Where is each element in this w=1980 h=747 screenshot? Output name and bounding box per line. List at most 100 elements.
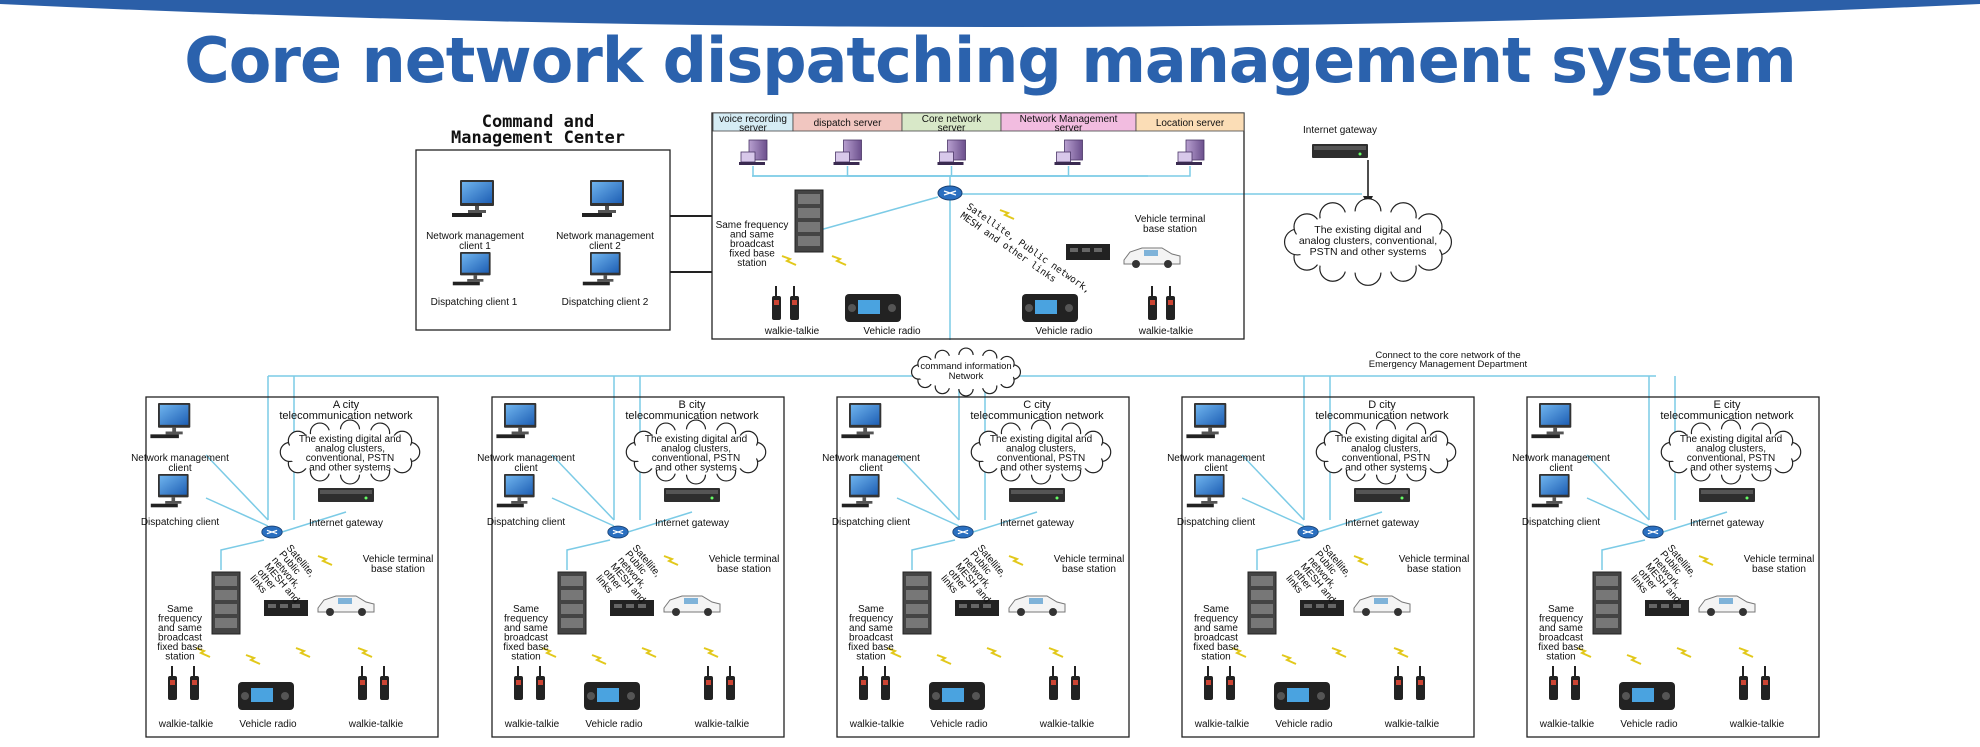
city-b-dispatch-client-label: Dispatching client xyxy=(487,517,566,528)
core-signal-bolt-icon xyxy=(781,255,797,266)
label-line: Command and xyxy=(482,112,595,132)
city-c-walkie-4-icon xyxy=(1071,666,1080,700)
city-d-rack-link-line xyxy=(1256,539,1301,570)
label-line: client xyxy=(514,463,538,474)
server-1-icon xyxy=(833,139,862,166)
label-line: telecommunication network xyxy=(279,410,413,422)
city-a-cloud-icon xyxy=(279,419,421,485)
server-bus-line xyxy=(950,166,1191,177)
label-line: The existing digital and xyxy=(1680,434,1782,445)
label-line: analog clusters, xyxy=(661,444,731,455)
label-line: C city xyxy=(1023,399,1051,411)
dispatch-client-1-icon xyxy=(452,252,491,286)
core-vehicle-terminal-icon xyxy=(1066,244,1110,260)
city-d-signal-bolt-icon xyxy=(1281,654,1297,665)
city-e-walkie-3-icon xyxy=(1739,666,1748,700)
label-line: base station xyxy=(1143,224,1197,235)
label-line: Same frequency xyxy=(716,220,789,231)
label-line: Vehicle terminal xyxy=(1054,554,1125,565)
core-link-line xyxy=(819,196,939,231)
city-e-signal-bolt-icon xyxy=(1698,555,1714,566)
city-d-walkie-right-label: walkie-talkie xyxy=(1384,719,1440,730)
city-b-signal-bolt-icon xyxy=(591,654,607,665)
core-vehicle-radio-left-icon xyxy=(845,294,901,322)
label-line: Same xyxy=(167,604,194,615)
label-line: client 2 xyxy=(589,241,621,252)
city-b-walkie-left-label: walkie-talkie xyxy=(504,719,560,730)
city-a-walkie-1-icon xyxy=(168,666,177,700)
city-d-walkie-2-icon xyxy=(1226,666,1235,700)
city-c-gateway-link-line xyxy=(972,511,1038,533)
server-bus-line xyxy=(752,166,950,177)
label-line: walkie-talkie xyxy=(1384,719,1440,730)
city-c-internet-gateway-icon xyxy=(1009,488,1065,502)
city-b-client-link-line xyxy=(551,454,615,521)
city-c-dispatch-client-label: Dispatching client xyxy=(832,517,911,528)
city-d-dispatch-client-icon xyxy=(1186,474,1225,508)
city-e-client-link-line xyxy=(1586,454,1650,521)
label-line: Network management xyxy=(556,231,654,242)
core-vehicle-radio-left-label: Vehicle radio xyxy=(863,326,921,337)
city-b-vehicle-radio-label: Vehicle radio xyxy=(585,719,643,730)
label-line: and same xyxy=(1194,623,1238,634)
city-a-switch-icon xyxy=(261,525,283,539)
city-e-dispatch-client-icon xyxy=(1531,474,1570,508)
cloud-body xyxy=(978,429,1104,475)
label-line: station xyxy=(737,258,766,269)
city-e-walkie-right-label: walkie-talkie xyxy=(1729,719,1785,730)
city-c-signal-bolt-icon xyxy=(886,647,902,658)
city-d-vehicle-radio-label: Vehicle radio xyxy=(1275,719,1333,730)
city-b-signal-bolt-icon xyxy=(541,647,557,658)
label-line: Dispatching client xyxy=(1177,517,1256,528)
label-line: Network management xyxy=(1167,453,1265,464)
city-c-vehicle-icon xyxy=(1008,595,1066,617)
city-e-vehicle-radio-icon xyxy=(1619,682,1675,710)
city-c-dispatch-client-icon xyxy=(841,474,880,508)
city-c-signal-bolt-icon xyxy=(1048,647,1064,658)
city-a-vehicle-radio-icon xyxy=(238,682,294,710)
label-line: Dispatching client xyxy=(1522,517,1601,528)
label-line: server xyxy=(739,123,767,134)
city-d-client-link-line xyxy=(1241,497,1305,527)
cloud-body xyxy=(916,354,1016,390)
city-b-walkie-4-icon xyxy=(726,666,735,700)
city-a-signal-bolt-icon xyxy=(195,647,211,658)
city-c-cloud-icon xyxy=(970,419,1112,485)
label-line: B city xyxy=(679,399,706,411)
city-d-vehicle-icon xyxy=(1353,595,1411,617)
label-line: analog clusters, xyxy=(315,444,385,455)
label-line: station xyxy=(1546,652,1575,663)
label-line: fixed base xyxy=(503,642,549,653)
city-e-gateway-link-line xyxy=(1662,511,1728,533)
city-d-signal-bolt-icon xyxy=(1231,647,1247,658)
city-a-walkie-3-icon xyxy=(358,666,367,700)
connection-lines xyxy=(205,160,1728,570)
label-line: frequency xyxy=(849,614,893,625)
label-line: analog clusters, xyxy=(1696,444,1766,455)
label-line: walkie-talkie xyxy=(694,719,750,730)
internet-gateway-label: Internet gateway xyxy=(1303,125,1377,136)
label-line: Network management xyxy=(822,453,920,464)
label-line: dispatch server xyxy=(814,118,882,129)
label-line: and same xyxy=(849,623,893,634)
city-a-name: A city xyxy=(333,399,360,411)
label-line: walkie-talkie xyxy=(1138,326,1194,337)
city-e-network-client-icon xyxy=(1531,403,1572,439)
city-b-gateway-link-line xyxy=(627,511,693,533)
label-line: telecommunication network xyxy=(1660,410,1794,422)
city-b-dispatch-client-icon xyxy=(496,474,535,508)
label-line: and same xyxy=(158,623,202,634)
server-0-icon xyxy=(738,139,768,166)
label-line: frequency xyxy=(504,614,548,625)
city-c-vehicle-terminal-icon xyxy=(955,600,999,616)
